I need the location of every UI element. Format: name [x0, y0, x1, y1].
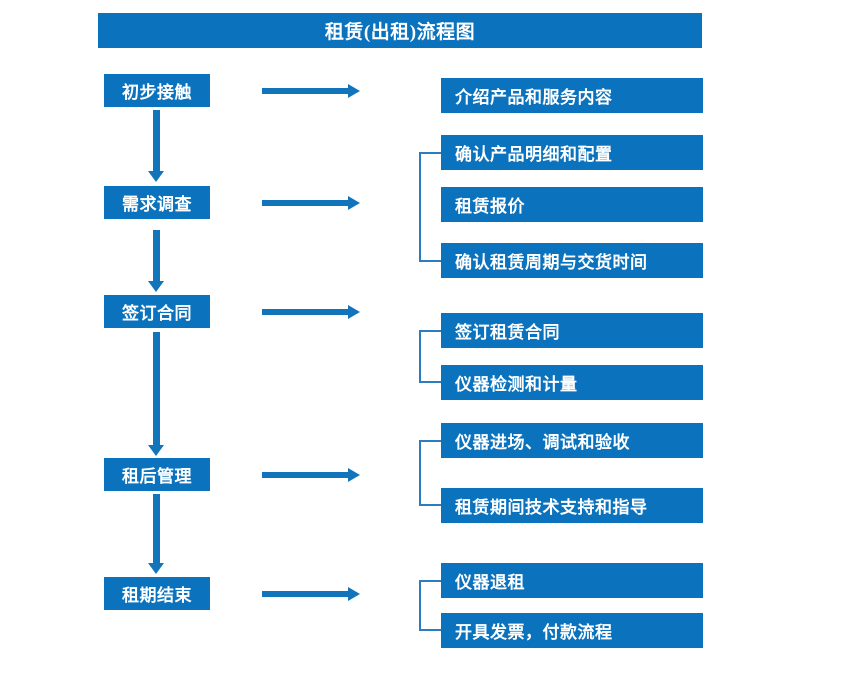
detail-box-确认产品明细和配置[interactable]: 确认产品明细和配置 — [441, 135, 703, 170]
stage-box-签订合同[interactable]: 签订合同 — [104, 295, 210, 328]
detail-box-仪器检测和计量[interactable]: 仪器检测和计量 — [441, 365, 703, 400]
flow-arrow-right-5 — [262, 585, 360, 603]
flow-arrow-right-4 — [262, 466, 360, 484]
arrow-head — [348, 195, 360, 210]
page-title: 租赁(出租)流程图 — [98, 13, 702, 48]
flow-arrow-down-3 — [145, 332, 169, 456]
arrow-stem — [153, 230, 160, 281]
arrow-head — [348, 304, 360, 319]
detail-box-签订租赁合同[interactable]: 签订租赁合同 — [441, 313, 703, 348]
flow-arrow-right-3 — [262, 303, 360, 321]
stage-box-租期结束[interactable]: 租期结束 — [104, 577, 210, 610]
flow-arrow-down-4 — [145, 494, 169, 574]
arrow-head — [348, 467, 360, 482]
arrow-head — [348, 586, 360, 601]
arrow-stem — [262, 88, 348, 94]
arrow-stem — [153, 110, 160, 171]
group-bracket-租期结束 — [419, 580, 441, 631]
detail-box-仪器进场调试和验收[interactable]: 仪器进场、调试和验收 — [441, 423, 703, 458]
group-bracket-签订合同 — [419, 330, 441, 383]
arrow-stem — [262, 200, 348, 206]
detail-box-租赁期间技术支持和指导[interactable]: 租赁期间技术支持和指导 — [441, 488, 703, 523]
group-bracket-需求调查 — [419, 152, 441, 262]
detail-box-仪器退租[interactable]: 仪器退租 — [441, 563, 703, 598]
flow-arrow-down-1 — [145, 110, 169, 182]
arrow-stem — [262, 472, 348, 478]
detail-box-介绍产品和服务内容[interactable]: 介绍产品和服务内容 — [441, 78, 703, 113]
stage-box-初步接触[interactable]: 初步接触 — [104, 74, 210, 107]
arrow-head — [148, 563, 164, 574]
arrow-head — [148, 281, 164, 292]
stage-box-租后管理[interactable]: 租后管理 — [104, 458, 210, 491]
group-bracket-租后管理 — [419, 440, 441, 506]
arrow-stem — [262, 309, 348, 315]
detail-box-确认租赁周期与交货时间[interactable]: 确认租赁周期与交货时间 — [441, 243, 703, 278]
arrow-head — [348, 83, 360, 98]
flow-arrow-right-1 — [262, 82, 360, 100]
detail-box-开具发票付款流程[interactable]: 开具发票，付款流程 — [441, 613, 703, 648]
stage-box-需求调查[interactable]: 需求调查 — [104, 186, 210, 219]
arrow-stem — [153, 494, 160, 563]
arrow-stem — [153, 332, 160, 445]
arrow-head — [148, 171, 164, 182]
flow-arrow-down-2 — [145, 230, 169, 292]
arrow-stem — [262, 591, 348, 597]
detail-box-租赁报价[interactable]: 租赁报价 — [441, 187, 703, 222]
flow-arrow-right-2 — [262, 194, 360, 212]
arrow-head — [148, 445, 164, 456]
